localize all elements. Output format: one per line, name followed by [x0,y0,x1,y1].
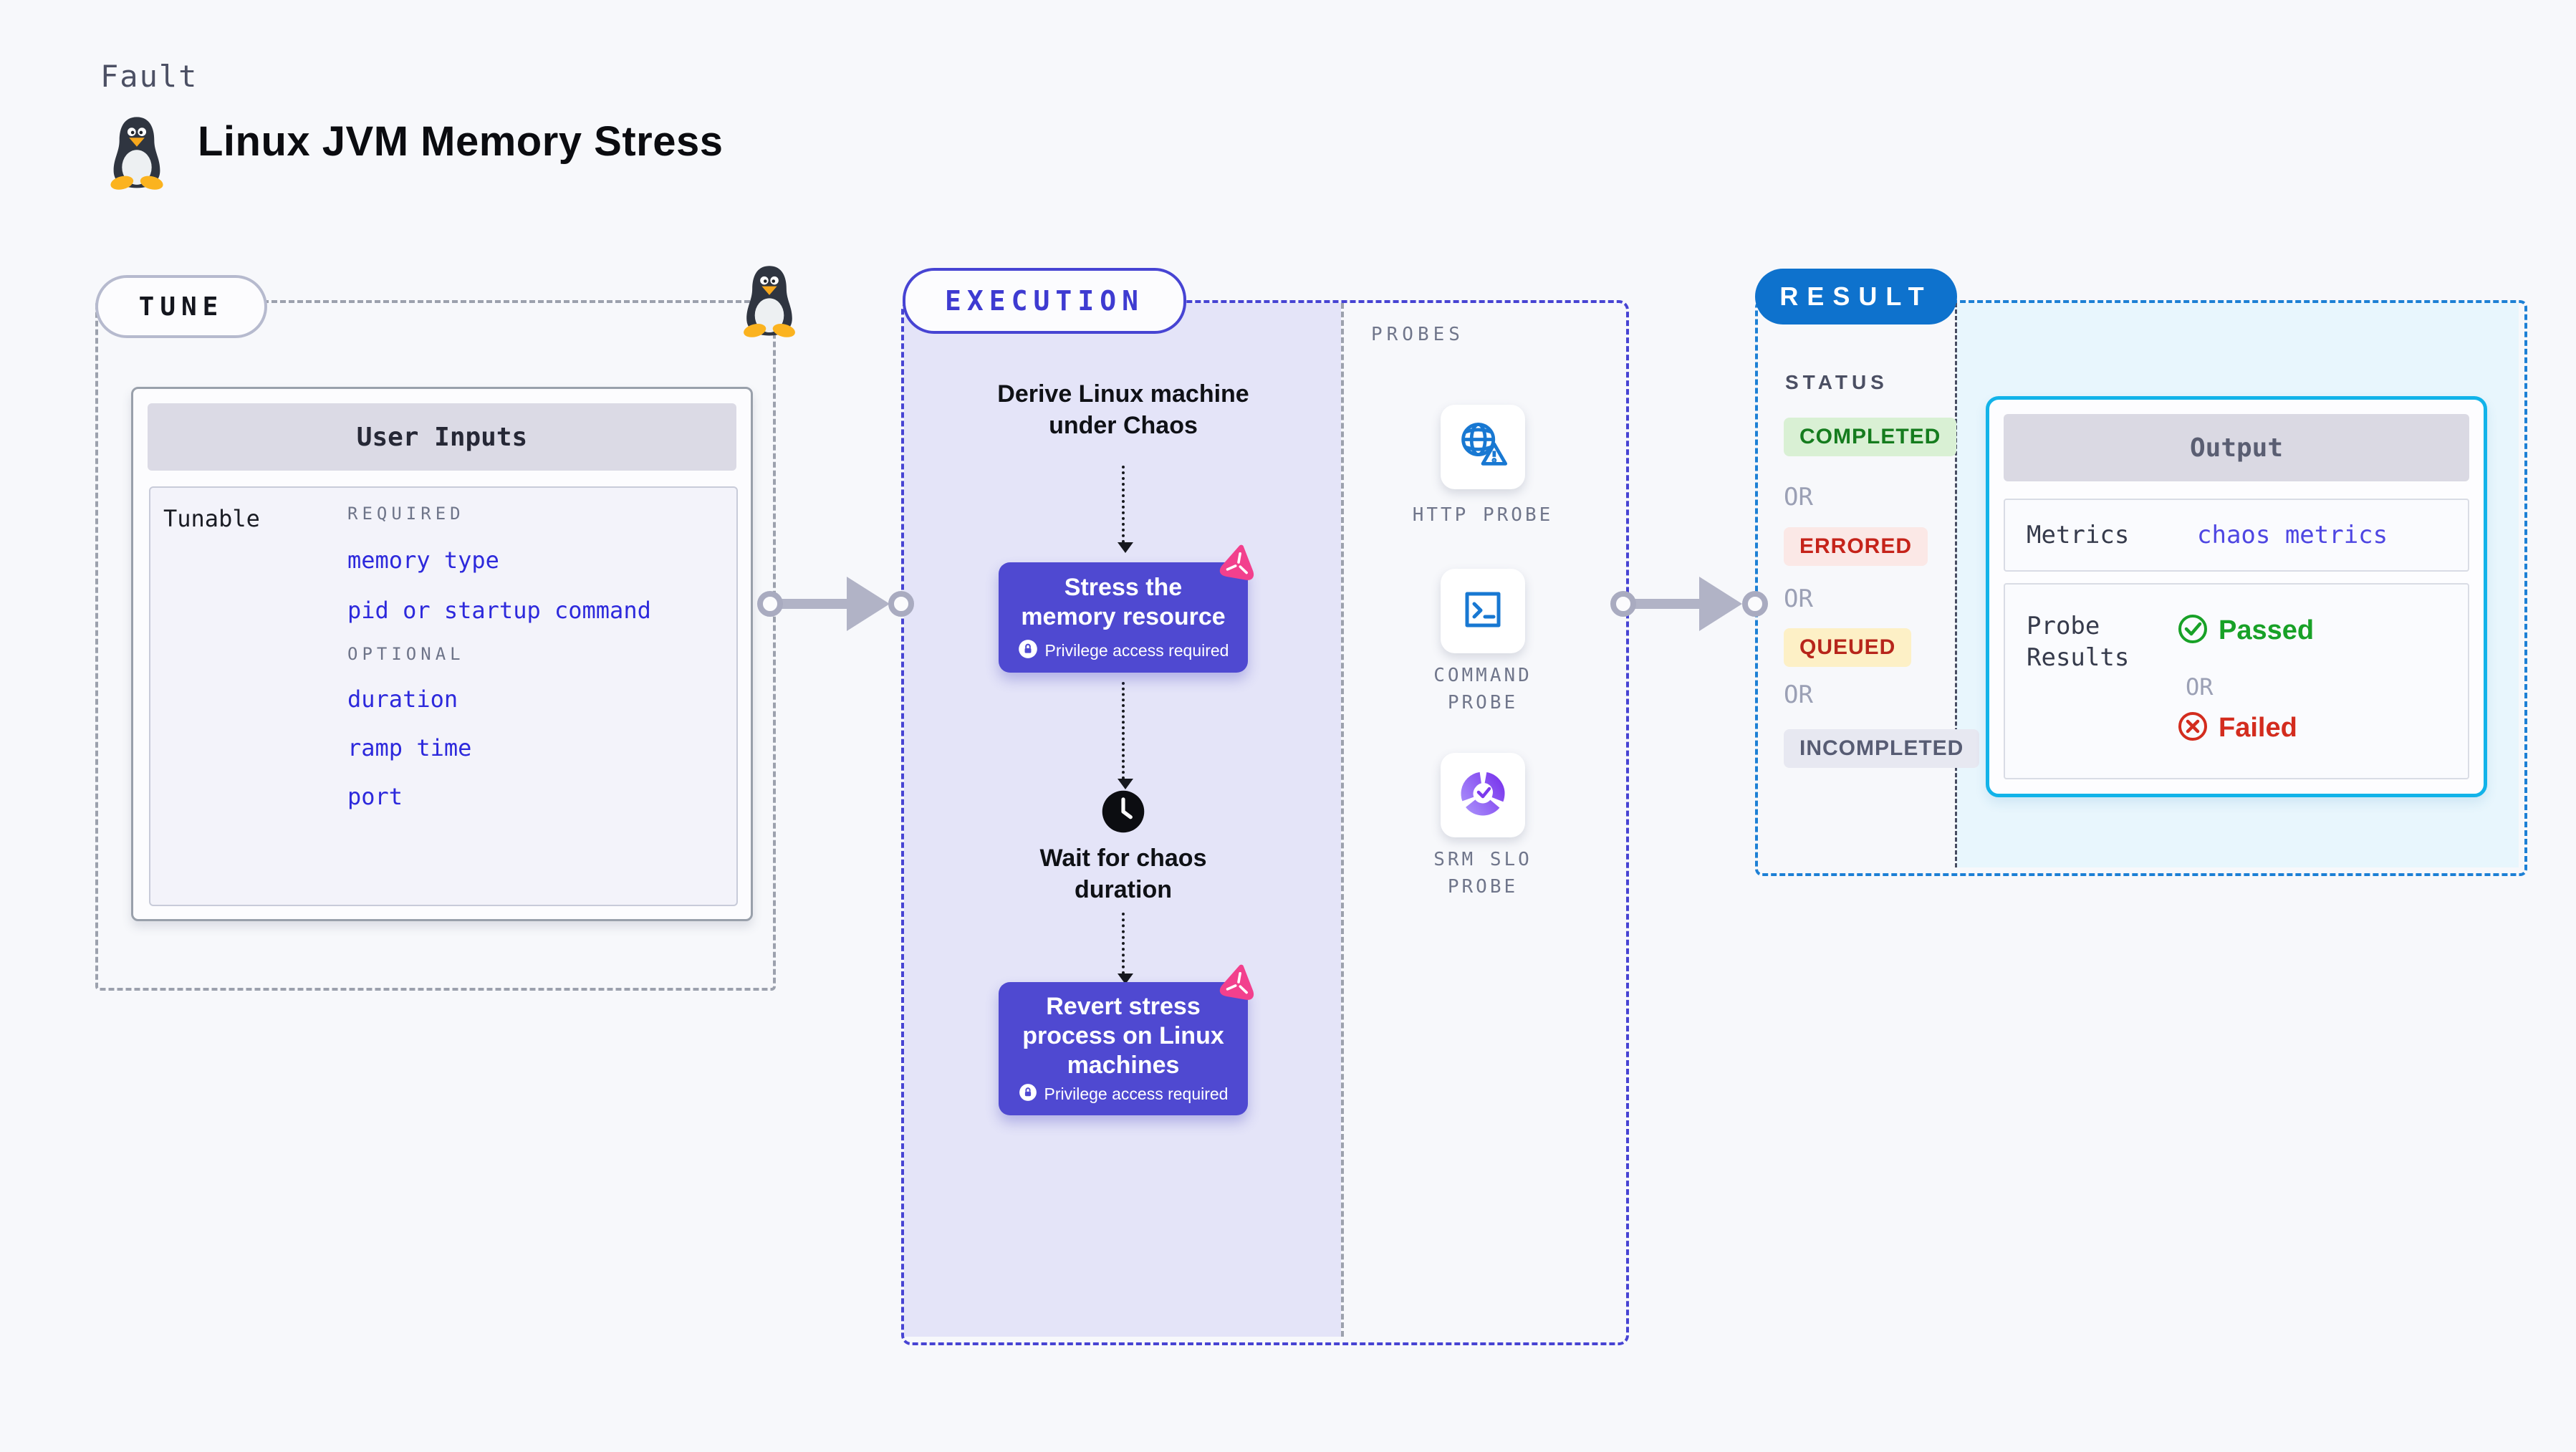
connector-tune-execution-arrowhead-icon [847,577,890,631]
flow-arrow-1-head-icon [1118,542,1133,553]
flow-arrow-3 [1118,913,1133,984]
srm-slo-probe-card [1441,753,1525,837]
output-header: Output [2004,414,2469,481]
connector-ring-probes [1610,591,1636,617]
tune-section-border [95,300,776,991]
metrics-label: Metrics [2027,521,2130,549]
command-probe-label-line2: PROBE [1447,692,1519,713]
page-title: Linux JVM Memory Stress [198,118,724,165]
probe-results-label: Probe Results [2027,610,2129,673]
connector-ring-tune [757,591,783,617]
slo-donut-check-icon [1457,768,1509,823]
required-label: REQUIRED [347,504,465,524]
wait-step-text: Wait for chaos duration [980,842,1267,905]
stress-line2: memory resource [1021,602,1226,630]
derive-line2: under Chaos [1049,412,1198,439]
revert-line1: Revert stress [1046,993,1201,1020]
stress-privilege-text: Privilege access required [1044,640,1229,660]
result-badge: RESULT [1755,269,1957,324]
chaos-metrics-link[interactable]: chaos metrics [2197,521,2388,549]
optional-label: OPTIONAL [347,644,465,664]
status-badge-queued: QUEUED [1784,628,1912,667]
chaos-icon [1219,963,1258,1001]
probes-label: PROBES [1371,324,1464,345]
output-card: Output Metrics chaos metrics Probe Resul… [1986,396,2487,797]
status-or-3: OR [1784,681,1813,709]
execution-badge: EXECUTION [903,268,1186,334]
probe-results-or: OR [2186,673,2214,701]
command-probe-label-line1: COMMAND [1433,665,1532,686]
revert-privilege-text: Privilege access required [1044,1085,1229,1103]
input-link-ramp-time[interactable]: ramp time [347,734,472,761]
lock-icon [1018,639,1038,663]
status-badge-completed: COMPLETED [1784,418,1957,456]
srm-probe-label-line2: PROBE [1447,876,1519,898]
derive-line1: Derive Linux machine [997,380,1249,408]
x-circle-icon [2177,711,2209,746]
check-circle-icon [2177,613,2209,648]
http-probe-card [1441,405,1525,489]
revert-line3: machines [1067,1052,1180,1079]
passed-result: Passed [2177,613,2314,648]
result-section-border [1755,300,2527,876]
command-probe-card [1441,569,1525,653]
probe-results-line1: Probe [2027,612,2100,640]
user-inputs-body: Tunable REQUIRED memory type pid or star… [149,486,738,906]
lock-icon [1019,1083,1037,1105]
tux-linux-icon [105,113,169,191]
flow-arrow-2 [1118,682,1133,789]
connector-tune-execution-bar [772,599,847,609]
connector-ring-execution [888,591,914,617]
flow-arrow-1 [1118,466,1133,553]
passed-text: Passed [2219,615,2315,645]
failed-result: Failed [2177,711,2297,746]
wait-line2: duration [1075,876,1172,903]
status-badge-incompleted: INCOMPLETED [1784,729,1980,768]
input-link-port[interactable]: port [347,783,403,810]
user-inputs-card: User Inputs Tunable REQUIRED memory type… [131,387,753,921]
probe-results-line2: Results [2027,643,2130,672]
probe-results-row: Probe Results Passed OR [2004,583,2469,779]
execution-section-border [901,300,1629,1345]
terminal-icon [1457,584,1509,639]
connector-ring-result [1742,591,1768,617]
status-badge-errored: ERRORED [1784,527,1928,566]
tunable-label: Tunable [163,505,260,532]
flow-arrow-2-head-icon [1118,779,1133,789]
revert-line2: process on Linux [1022,1022,1224,1049]
status-or-2: OR [1784,585,1813,613]
connector-probes-result-arrowhead-icon [1699,577,1742,631]
http-probe-label: HTTP PROBE [1412,504,1554,526]
srm-probe-label-line1: SRM SLO [1433,849,1532,870]
status-or-1: OR [1784,483,1813,511]
revert-node: Revert stress process on Linux machines … [999,982,1248,1115]
result-status-divider [1955,303,1957,867]
input-link-pid-or-startup-command[interactable]: pid or startup command [347,597,651,624]
stress-line1: Stress the [1064,573,1183,601]
input-link-duration[interactable]: duration [347,686,458,713]
derive-step-text: Derive Linux machine under Chaos [980,378,1267,441]
user-inputs-header: User Inputs [148,403,736,471]
failed-text: Failed [2219,713,2297,743]
wait-line1: Wait for chaos [1039,845,1207,872]
flow-arrow-3-head-icon [1118,973,1133,984]
status-label: STATUS [1785,371,1888,393]
globe-warning-icon [1456,418,1510,476]
tune-badge: TUNE [95,275,267,338]
stress-node: Stress the memory resource Privilege acc… [999,562,1248,673]
input-link-memory-type[interactable]: memory type [347,547,499,574]
chaos-icon [1219,543,1258,582]
metrics-row: Metrics chaos metrics [2004,499,2469,572]
execution-probes-divider [1341,303,1344,1337]
tux-corner-icon [736,262,802,338]
clock-icon [1101,789,1145,834]
connector-probes-result-bar [1626,599,1699,609]
fault-kicker: Fault [100,59,198,94]
